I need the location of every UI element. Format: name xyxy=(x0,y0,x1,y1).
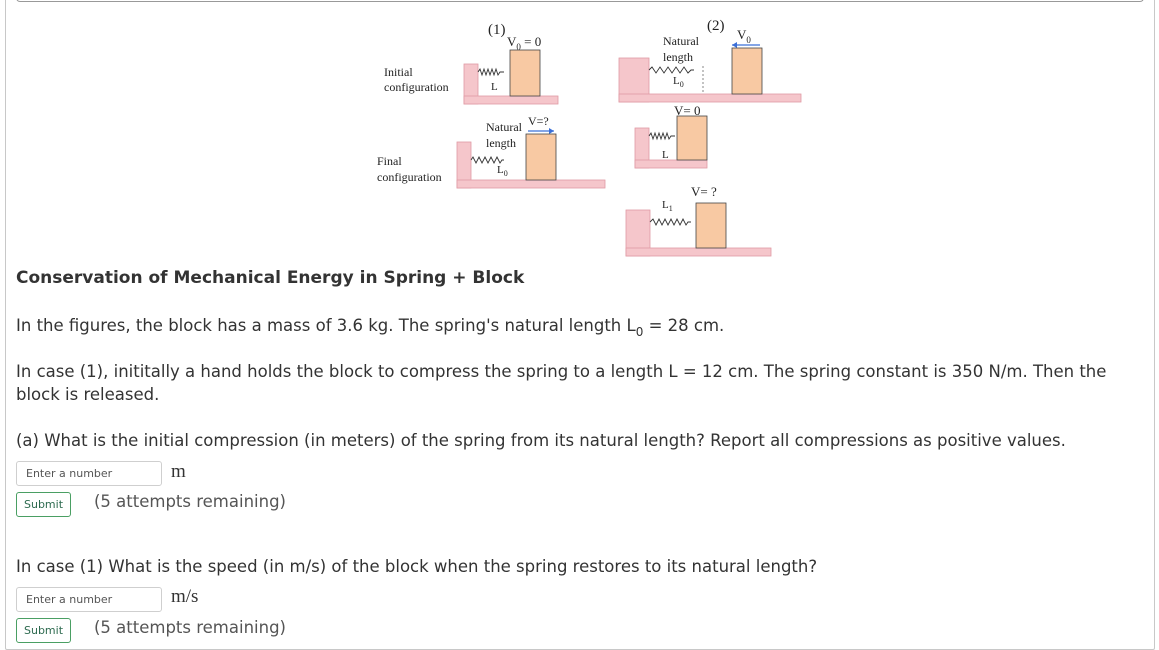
case2-length-label: length xyxy=(663,50,693,64)
case1-L-label: L xyxy=(491,81,498,93)
case2-v-zero: V= 0 xyxy=(674,103,700,118)
case1-natural-label: Natural xyxy=(486,120,523,134)
answer-b-unit: m/s xyxy=(171,586,199,607)
question-b: In case (1) What is the speed (in m/s) o… xyxy=(16,557,818,576)
case2-middle-block xyxy=(676,115,708,161)
case2-initial-wall xyxy=(618,57,802,103)
case2-middle-wall xyxy=(634,127,708,169)
case2-final-spring xyxy=(649,217,691,227)
case1-length-label: length xyxy=(486,136,516,150)
answer-a-input[interactable]: Enter a number xyxy=(16,461,162,486)
case2-label: (2) xyxy=(707,18,725,34)
problem-title: Conservation of Mechanical Energy in Spr… xyxy=(16,268,525,288)
case2-v-question: V= ? xyxy=(691,184,717,199)
answer-a-attempts: (5 attempts remaining) xyxy=(94,492,286,511)
label-final: Final xyxy=(377,154,402,168)
case1-label: (1) xyxy=(488,22,506,38)
case2-v0-arrow xyxy=(732,42,760,48)
case2-L-label: L xyxy=(662,149,669,161)
case1-final-wall xyxy=(456,141,606,189)
case1-v-arrow xyxy=(528,128,554,134)
case1-final-block xyxy=(525,133,557,181)
case2-v0-label: V0 xyxy=(737,27,751,45)
case1-L0-label: L0 xyxy=(497,164,508,178)
label-initial-configuration: configuration xyxy=(384,80,449,94)
case2-middle-spring xyxy=(648,131,675,141)
submit-b-button[interactable]: Submit xyxy=(16,618,71,643)
case1-initial-block xyxy=(509,49,541,97)
case2-initial-block xyxy=(731,47,763,95)
answer-b-input[interactable]: Enter a number xyxy=(16,587,162,612)
case2-initial-spring xyxy=(648,66,694,74)
label-final-configuration: configuration xyxy=(377,170,442,184)
answer-a-unit: m xyxy=(171,461,186,482)
case2-L1-label: L1 xyxy=(662,199,673,213)
case1-v-question: V=? xyxy=(528,114,549,128)
case1-final-spring xyxy=(470,155,504,165)
case1-initial-spring xyxy=(477,67,504,77)
case2-L0-label: L0 xyxy=(673,75,684,89)
case2-final-block xyxy=(695,202,727,249)
answer-b-attempts: (5 attempts remaining) xyxy=(94,618,286,637)
spring-block-figure: Initial configuration Final configuratio… xyxy=(377,18,802,257)
problem-intro: In the figures, the block has a mass of … xyxy=(16,316,725,339)
previous-panel-edge xyxy=(16,0,1144,2)
submit-a-button[interactable]: Submit xyxy=(16,492,71,517)
case2-natural-label: Natural xyxy=(663,34,700,48)
case1-v0-label: V0 = 0 xyxy=(507,34,541,52)
question-a: (a) What is the initial compression (in … xyxy=(16,431,1066,450)
problem-case1-text: In case (1), inititally a hand holds the… xyxy=(16,362,1107,404)
label-initial: Initial xyxy=(384,65,413,79)
